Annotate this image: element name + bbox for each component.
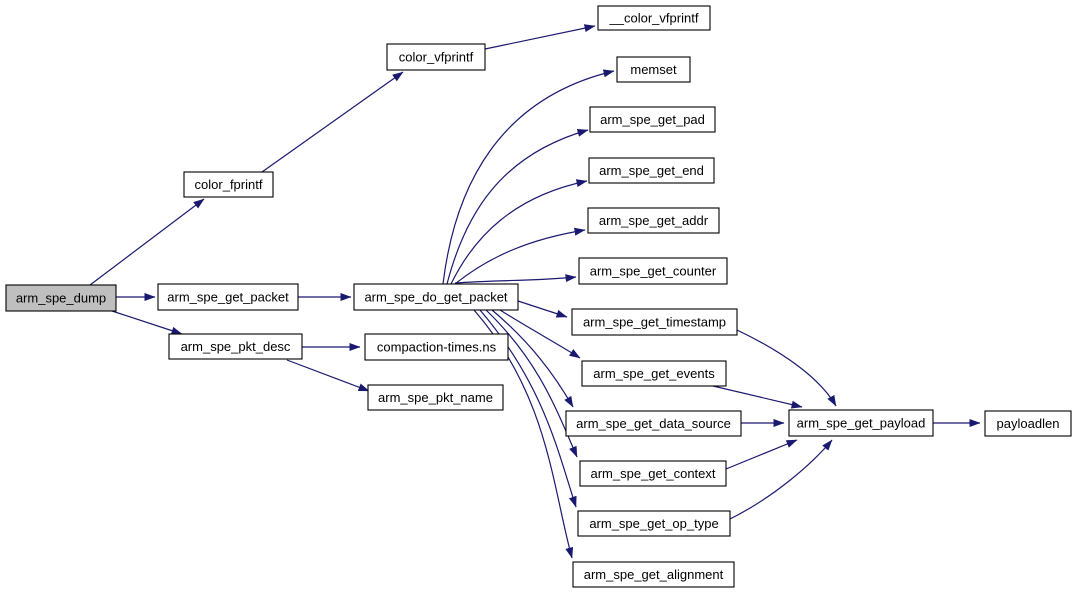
node-arm_spe_get_alignment[interactable]: arm_spe_get_alignment	[572, 561, 735, 588]
node-box-arm_spe_dump	[5, 284, 117, 312]
node-arm_spe_get_context[interactable]: arm_spe_get_context	[579, 460, 727, 487]
node-label-memset: memset	[630, 62, 677, 77]
node-arm_spe_get_end[interactable]: arm_spe_get_end	[588, 157, 715, 184]
node-arm_spe_get_addr[interactable]: arm_spe_get_addr	[587, 207, 720, 234]
node-box-arm_spe_get_op_type	[577, 510, 731, 537]
node-label-arm_spe_get_pad: arm_spe_get_pad	[600, 112, 705, 127]
node-label-arm_spe_pkt_name: arm_spe_pkt_name	[378, 390, 493, 405]
edge-arm_spe_do_get_packet-to-memset	[442, 69, 615, 285]
edge-arm_spe_get_events-to-arm_spe_get_payload	[712, 385, 803, 409]
node-box-arm_spe_get_payload	[788, 409, 934, 437]
edge-arm_spe_do_get_packet-to-arm_spe_get_end	[450, 179, 588, 285]
node-box-arm_spe_get_data_source	[565, 410, 742, 437]
node-label-arm_spe_get_counter: arm_spe_get_counter	[590, 264, 717, 279]
node-box-compaction-times.ns	[364, 333, 509, 361]
node-__color_vfprintf[interactable]: __color_vfprintf	[597, 5, 711, 31]
node-compaction-times.ns[interactable]: compaction-times.ns	[364, 333, 509, 361]
node-arm_spe_pkt_name[interactable]: arm_spe_pkt_name	[367, 384, 504, 411]
node-box-memset	[616, 56, 691, 83]
node-label-arm_spe_pkt_desc: arm_spe_pkt_desc	[181, 339, 291, 354]
edge-arm_spe_dump-to-arm_spe_pkt_desc	[111, 310, 183, 335]
edge-arm_spe_do_get_packet-to-arm_spe_get_pad	[446, 129, 589, 285]
edge-arm_spe_get_context-to-arm_spe_get_payload	[725, 439, 798, 470]
node-label-payloadlen: payloadlen	[997, 416, 1060, 431]
node-arm_spe_get_data_source[interactable]: arm_spe_get_data_source	[565, 410, 742, 437]
edge-arm_spe_dump-to-color_fprintf	[89, 198, 205, 286]
node-label-__color_vfprintf: __color_vfprintf	[609, 11, 699, 26]
node-box-arm_spe_pkt_name	[367, 384, 504, 411]
node-box-__color_vfprintf	[597, 5, 711, 31]
node-box-arm_spe_get_events	[581, 360, 727, 387]
node-box-arm_spe_pkt_desc	[168, 333, 303, 360]
edge-arm_spe_pkt_desc-to-arm_spe_pkt_name	[286, 359, 370, 392]
node-arm_spe_get_timestamp[interactable]: arm_spe_get_timestamp	[571, 308, 738, 336]
node-color_fprintf[interactable]: color_fprintf	[183, 171, 274, 198]
node-label-arm_spe_get_packet: arm_spe_get_packet	[167, 290, 289, 305]
node-label-arm_spe_dump: arm_spe_dump	[16, 291, 106, 306]
node-box-arm_spe_get_packet	[157, 283, 299, 311]
node-box-arm_spe_get_end	[588, 157, 715, 184]
node-arm_spe_get_events[interactable]: arm_spe_get_events	[581, 360, 727, 387]
edge-color_fprintf-to-color_vfprintf	[261, 71, 404, 173]
node-arm_spe_get_payload[interactable]: arm_spe_get_payload	[788, 409, 934, 437]
node-arm_spe_pkt_desc[interactable]: arm_spe_pkt_desc	[168, 333, 303, 360]
node-label-arm_spe_get_end: arm_spe_get_end	[599, 163, 704, 178]
node-label-arm_spe_get_events: arm_spe_get_events	[593, 366, 715, 381]
node-label-arm_spe_do_get_packet: arm_spe_do_get_packet	[364, 290, 507, 305]
node-color_vfprintf[interactable]: color_vfprintf	[386, 43, 486, 71]
node-label-arm_spe_get_op_type: arm_spe_get_op_type	[589, 516, 718, 531]
nodes-layer: arm_spe_dump color_fprintf arm_spe_get_pac…	[5, 5, 1072, 588]
node-box-arm_spe_get_alignment	[572, 561, 735, 588]
node-box-arm_spe_get_pad	[589, 106, 716, 133]
node-box-arm_spe_get_timestamp	[571, 308, 738, 336]
node-label-arm_spe_get_payload: arm_spe_get_payload	[797, 416, 926, 431]
node-label-color_fprintf: color_fprintf	[195, 177, 263, 192]
node-label-arm_spe_get_context: arm_spe_get_context	[590, 466, 715, 481]
edge-arm_spe_do_get_packet-to-arm_spe_get_timestamp	[517, 300, 568, 318]
node-box-color_fprintf	[183, 171, 274, 198]
node-box-arm_spe_get_context	[579, 460, 727, 487]
node-label-arm_spe_get_data_source: arm_spe_get_data_source	[576, 416, 731, 431]
node-arm_spe_get_counter[interactable]: arm_spe_get_counter	[578, 257, 728, 285]
node-label-compaction-times.ns: compaction-times.ns	[377, 340, 497, 355]
edge-arm_spe_do_get_packet-to-arm_spe_get_addr	[454, 227, 586, 285]
node-arm_spe_get_op_type[interactable]: arm_spe_get_op_type	[577, 510, 731, 537]
edge-arm_spe_do_get_packet-to-arm_spe_get_counter	[454, 274, 577, 284]
node-arm_spe_get_pad[interactable]: arm_spe_get_pad	[589, 106, 716, 133]
node-memset[interactable]: memset	[616, 56, 691, 83]
node-box-payloadlen	[984, 410, 1072, 437]
node-arm_spe_get_packet[interactable]: arm_spe_get_packet	[157, 283, 299, 311]
edge-arm_spe_do_get_packet-to-arm_spe_get_context	[485, 309, 578, 458]
node-label-arm_spe_get_addr: arm_spe_get_addr	[599, 213, 709, 228]
node-box-arm_spe_do_get_packet	[353, 283, 519, 311]
node-label-arm_spe_get_timestamp: arm_spe_get_timestamp	[583, 315, 726, 330]
node-box-arm_spe_get_counter	[578, 257, 728, 285]
edge-arm_spe_get_timestamp-to-arm_spe_get_payload	[736, 329, 837, 407]
edge-arm_spe_do_get_packet-to-arm_spe_get_data_source	[491, 309, 574, 408]
edges-layer	[89, 24, 981, 559]
node-arm_spe_dump[interactable]: arm_spe_dump	[5, 284, 117, 312]
node-box-color_vfprintf	[386, 43, 486, 71]
node-arm_spe_do_get_packet[interactable]: arm_spe_do_get_packet	[353, 283, 519, 311]
node-box-arm_spe_get_addr	[587, 207, 720, 234]
node-label-arm_spe_get_alignment: arm_spe_get_alignment	[584, 567, 724, 582]
edge-arm_spe_get_op_type-to-arm_spe_get_payload	[729, 439, 833, 520]
node-label-color_vfprintf: color_vfprintf	[399, 50, 474, 65]
edge-color_vfprintf-to-__color_vfprintf	[484, 24, 596, 50]
node-payloadlen[interactable]: payloadlen	[984, 410, 1072, 437]
edge-arm_spe_do_get_packet-to-arm_spe_get_events	[499, 309, 581, 359]
